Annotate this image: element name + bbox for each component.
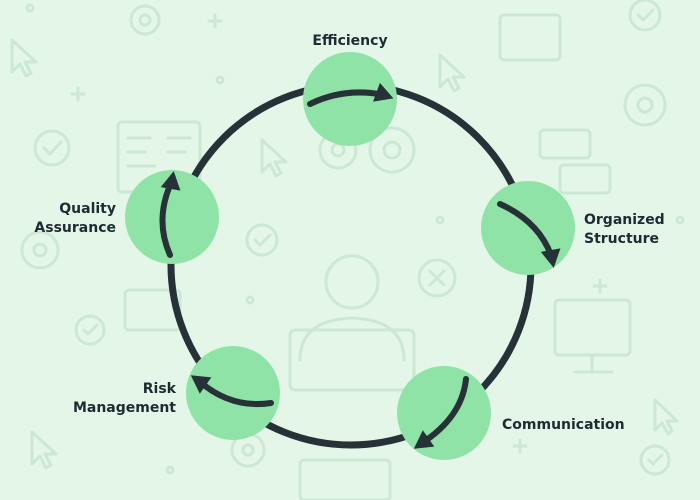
check-circle-icon	[639, 444, 671, 476]
node-risk-management	[186, 346, 280, 440]
chat-icon	[538, 128, 612, 195]
node-label-communication: Communication	[502, 417, 625, 433]
check-circle-icon	[245, 223, 279, 257]
monitor-icon	[553, 298, 632, 374]
node-organized-structure	[481, 181, 575, 275]
node-circle-efficiency	[303, 52, 397, 146]
cursor-icon	[30, 430, 58, 470]
close-circle-icon	[417, 258, 457, 298]
puzzle-icon	[498, 13, 562, 62]
gear-icon	[129, 4, 161, 36]
check-circle-icon	[628, 0, 662, 32]
cursor-icon	[653, 398, 679, 436]
cursor-icon	[260, 138, 288, 178]
node-label-efficiency: Efficiency	[312, 33, 388, 49]
node-circle-communication	[397, 366, 491, 460]
arrow-left-icon	[190, 375, 274, 407]
plus-icon	[70, 13, 608, 454]
node-efficiency	[303, 52, 397, 146]
cursor-icon	[10, 38, 38, 78]
document-icon	[298, 458, 392, 500]
node-circle-risk-management	[186, 346, 280, 440]
check-circle-icon	[74, 314, 106, 346]
arrow-down-right-icon	[497, 201, 561, 268]
gear-icon	[20, 230, 60, 270]
check-circle-icon	[33, 129, 71, 167]
cursor-icon	[438, 53, 466, 93]
arrow-down-left-icon	[413, 376, 469, 449]
arrow-up-icon	[159, 171, 181, 258]
arrow-right-icon	[307, 82, 394, 107]
person-icon	[288, 254, 416, 392]
node-circle-quality-assurance	[125, 170, 219, 264]
node-quality-assurance	[125, 170, 219, 264]
node-circle-organized-structure	[481, 181, 575, 275]
gear-icon	[623, 83, 667, 127]
node-communication	[397, 366, 491, 460]
